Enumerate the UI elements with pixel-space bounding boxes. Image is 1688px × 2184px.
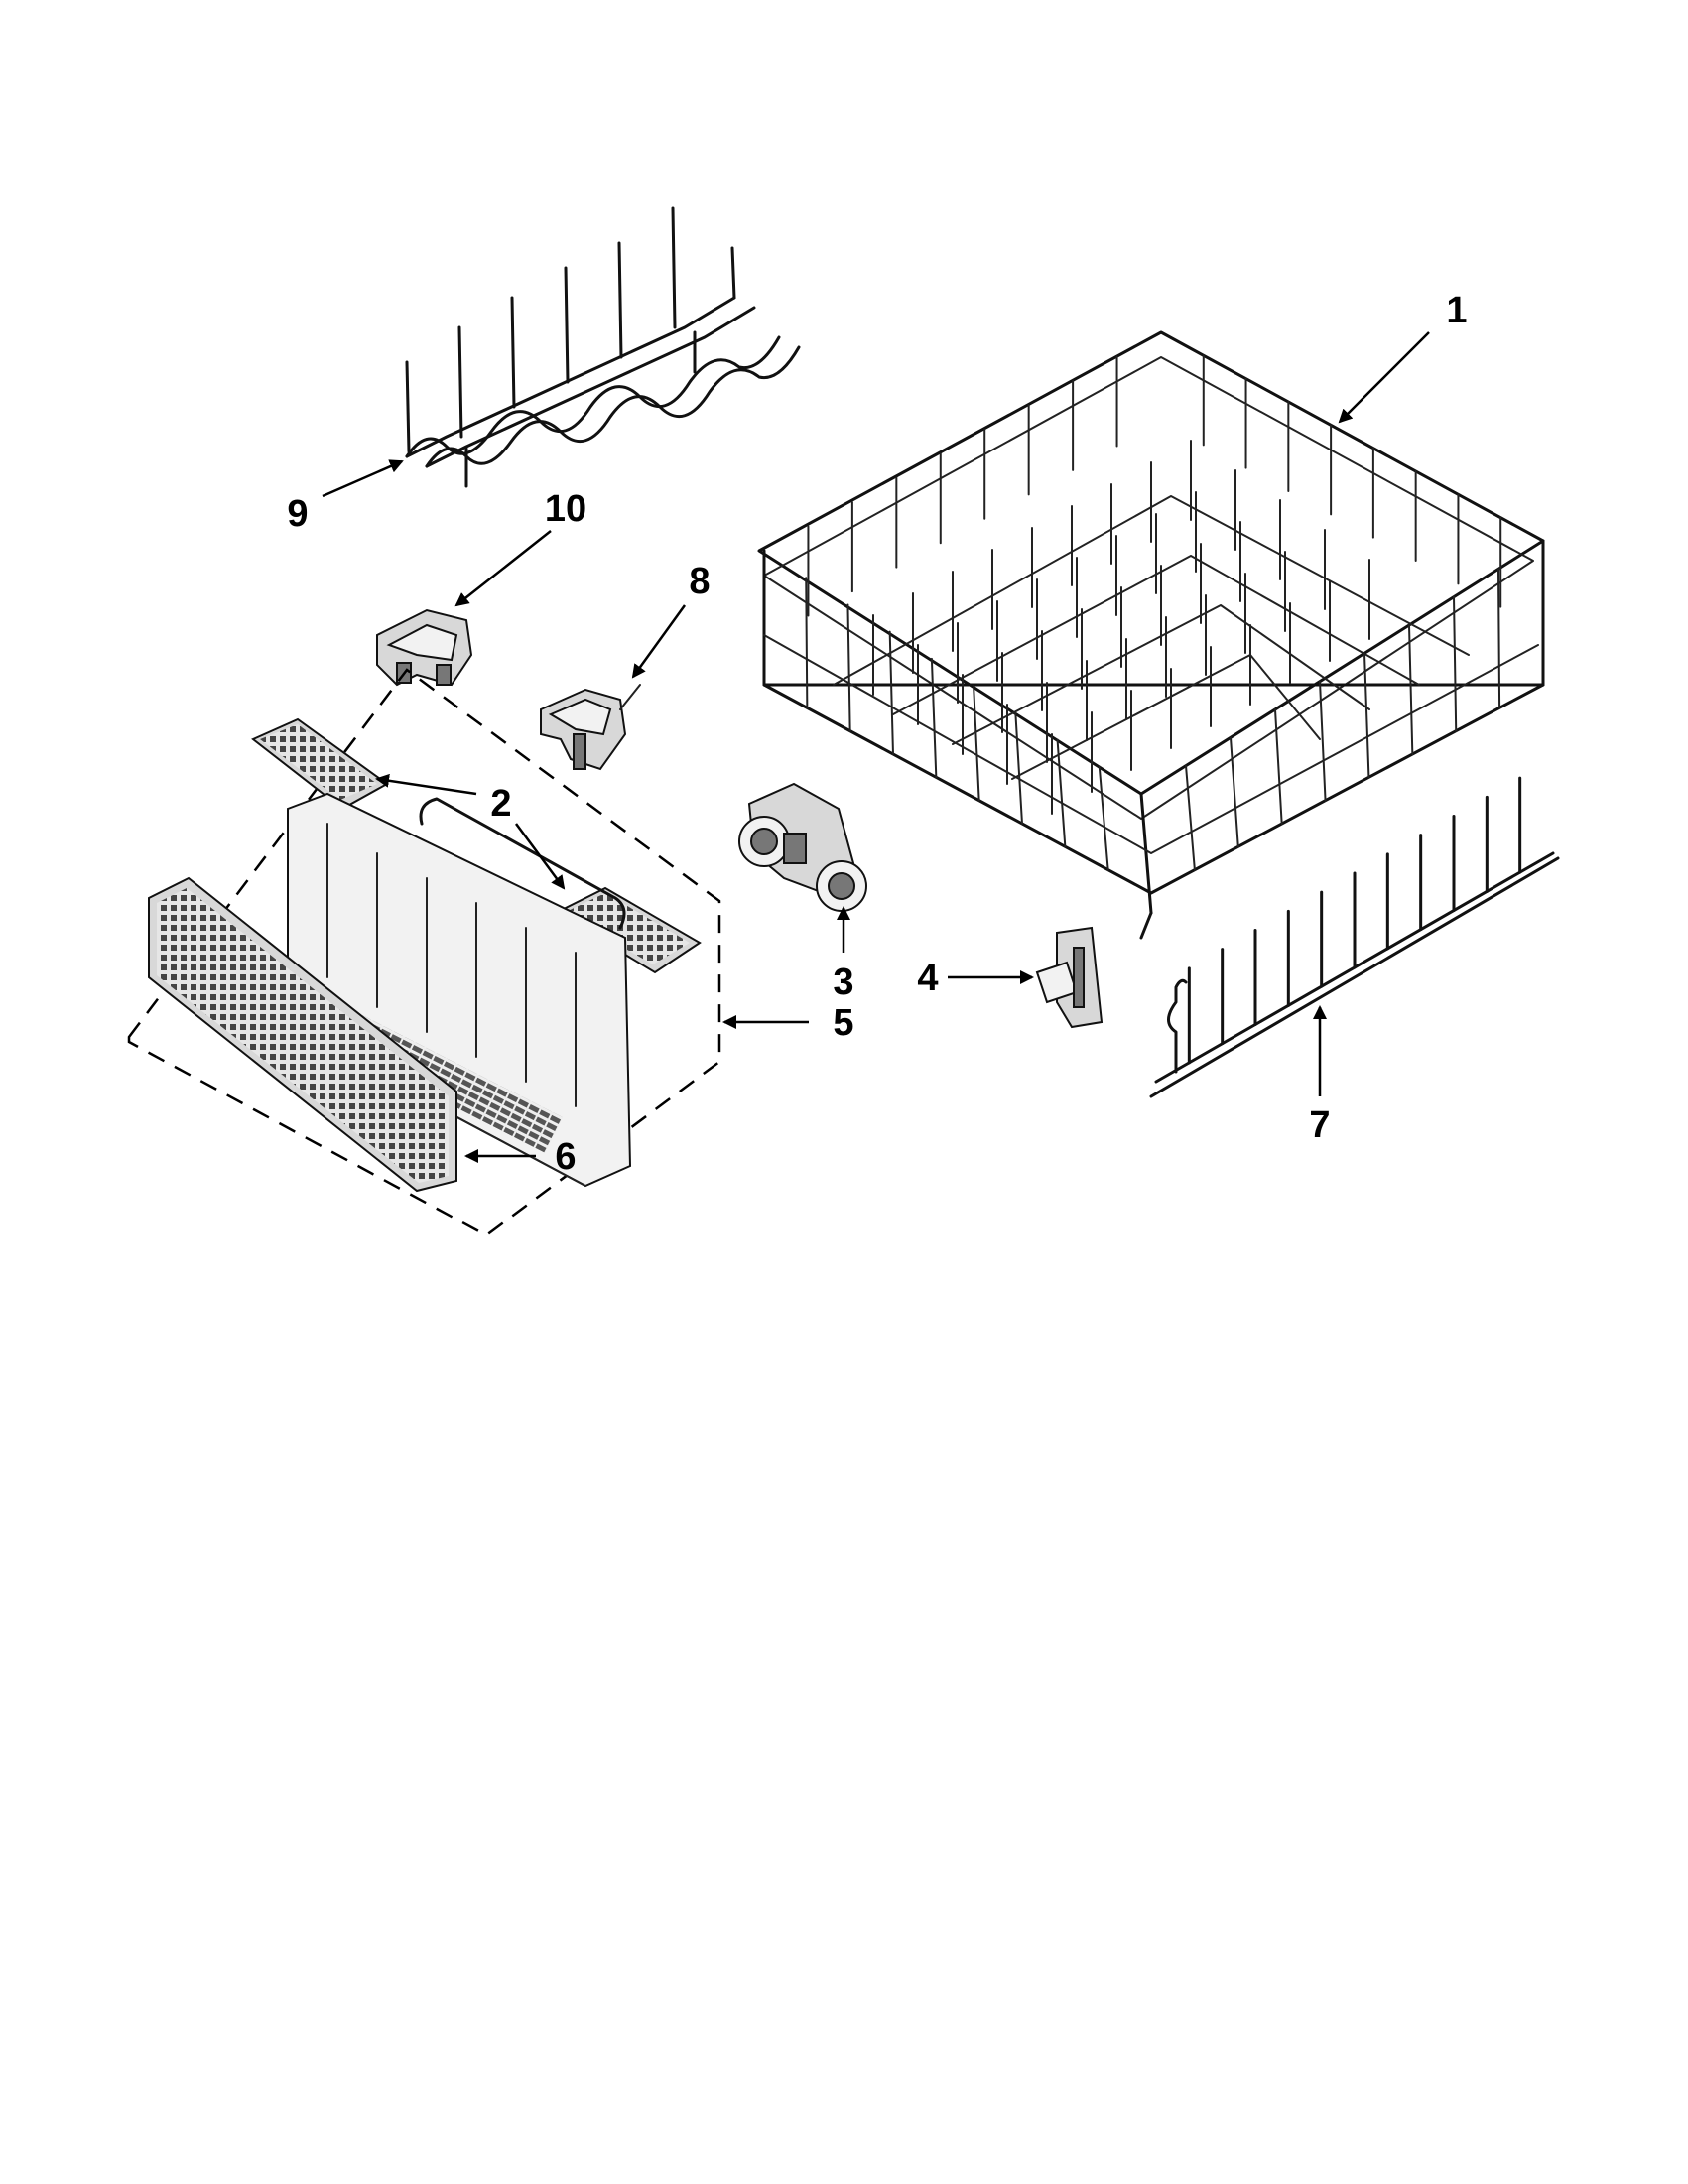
callout-4: 4 <box>917 958 938 999</box>
callout-labels: 1 2 3 4 5 6 7 8 9 10 <box>287 290 1467 1178</box>
callout-2: 2 <box>490 783 511 825</box>
basket-cover-part-2-left <box>251 717 389 811</box>
leader-10 <box>454 530 552 607</box>
callout-10: 10 <box>545 488 586 530</box>
rack-clip-part-8 <box>540 684 641 771</box>
rack-clip-part-10 <box>376 608 473 687</box>
silverware-basket-assembly-outline <box>127 668 721 1237</box>
wire-stemware-rack-part <box>405 206 801 488</box>
basket-lid-part-6 <box>148 876 457 1193</box>
leader-2b <box>514 823 566 890</box>
callout-3: 3 <box>833 962 853 1003</box>
callout-6: 6 <box>555 1136 576 1178</box>
leader-lines <box>322 331 1430 1163</box>
callout-5: 5 <box>833 1002 853 1044</box>
leader-8 <box>631 604 687 679</box>
leader-2a <box>375 773 477 796</box>
callout-8: 8 <box>689 561 710 602</box>
fold-down-tine-row-part <box>1149 776 1560 1098</box>
leader-1 <box>1338 331 1430 424</box>
rack-roller-part-3 <box>738 782 867 912</box>
callout-1: 1 <box>1446 290 1467 331</box>
callout-7: 7 <box>1309 1104 1330 1146</box>
upper-dish-rack-part <box>757 330 1545 940</box>
callout-9: 9 <box>287 493 308 535</box>
leader-9 <box>322 459 404 498</box>
rack-stop-part-4 <box>1035 926 1104 1029</box>
